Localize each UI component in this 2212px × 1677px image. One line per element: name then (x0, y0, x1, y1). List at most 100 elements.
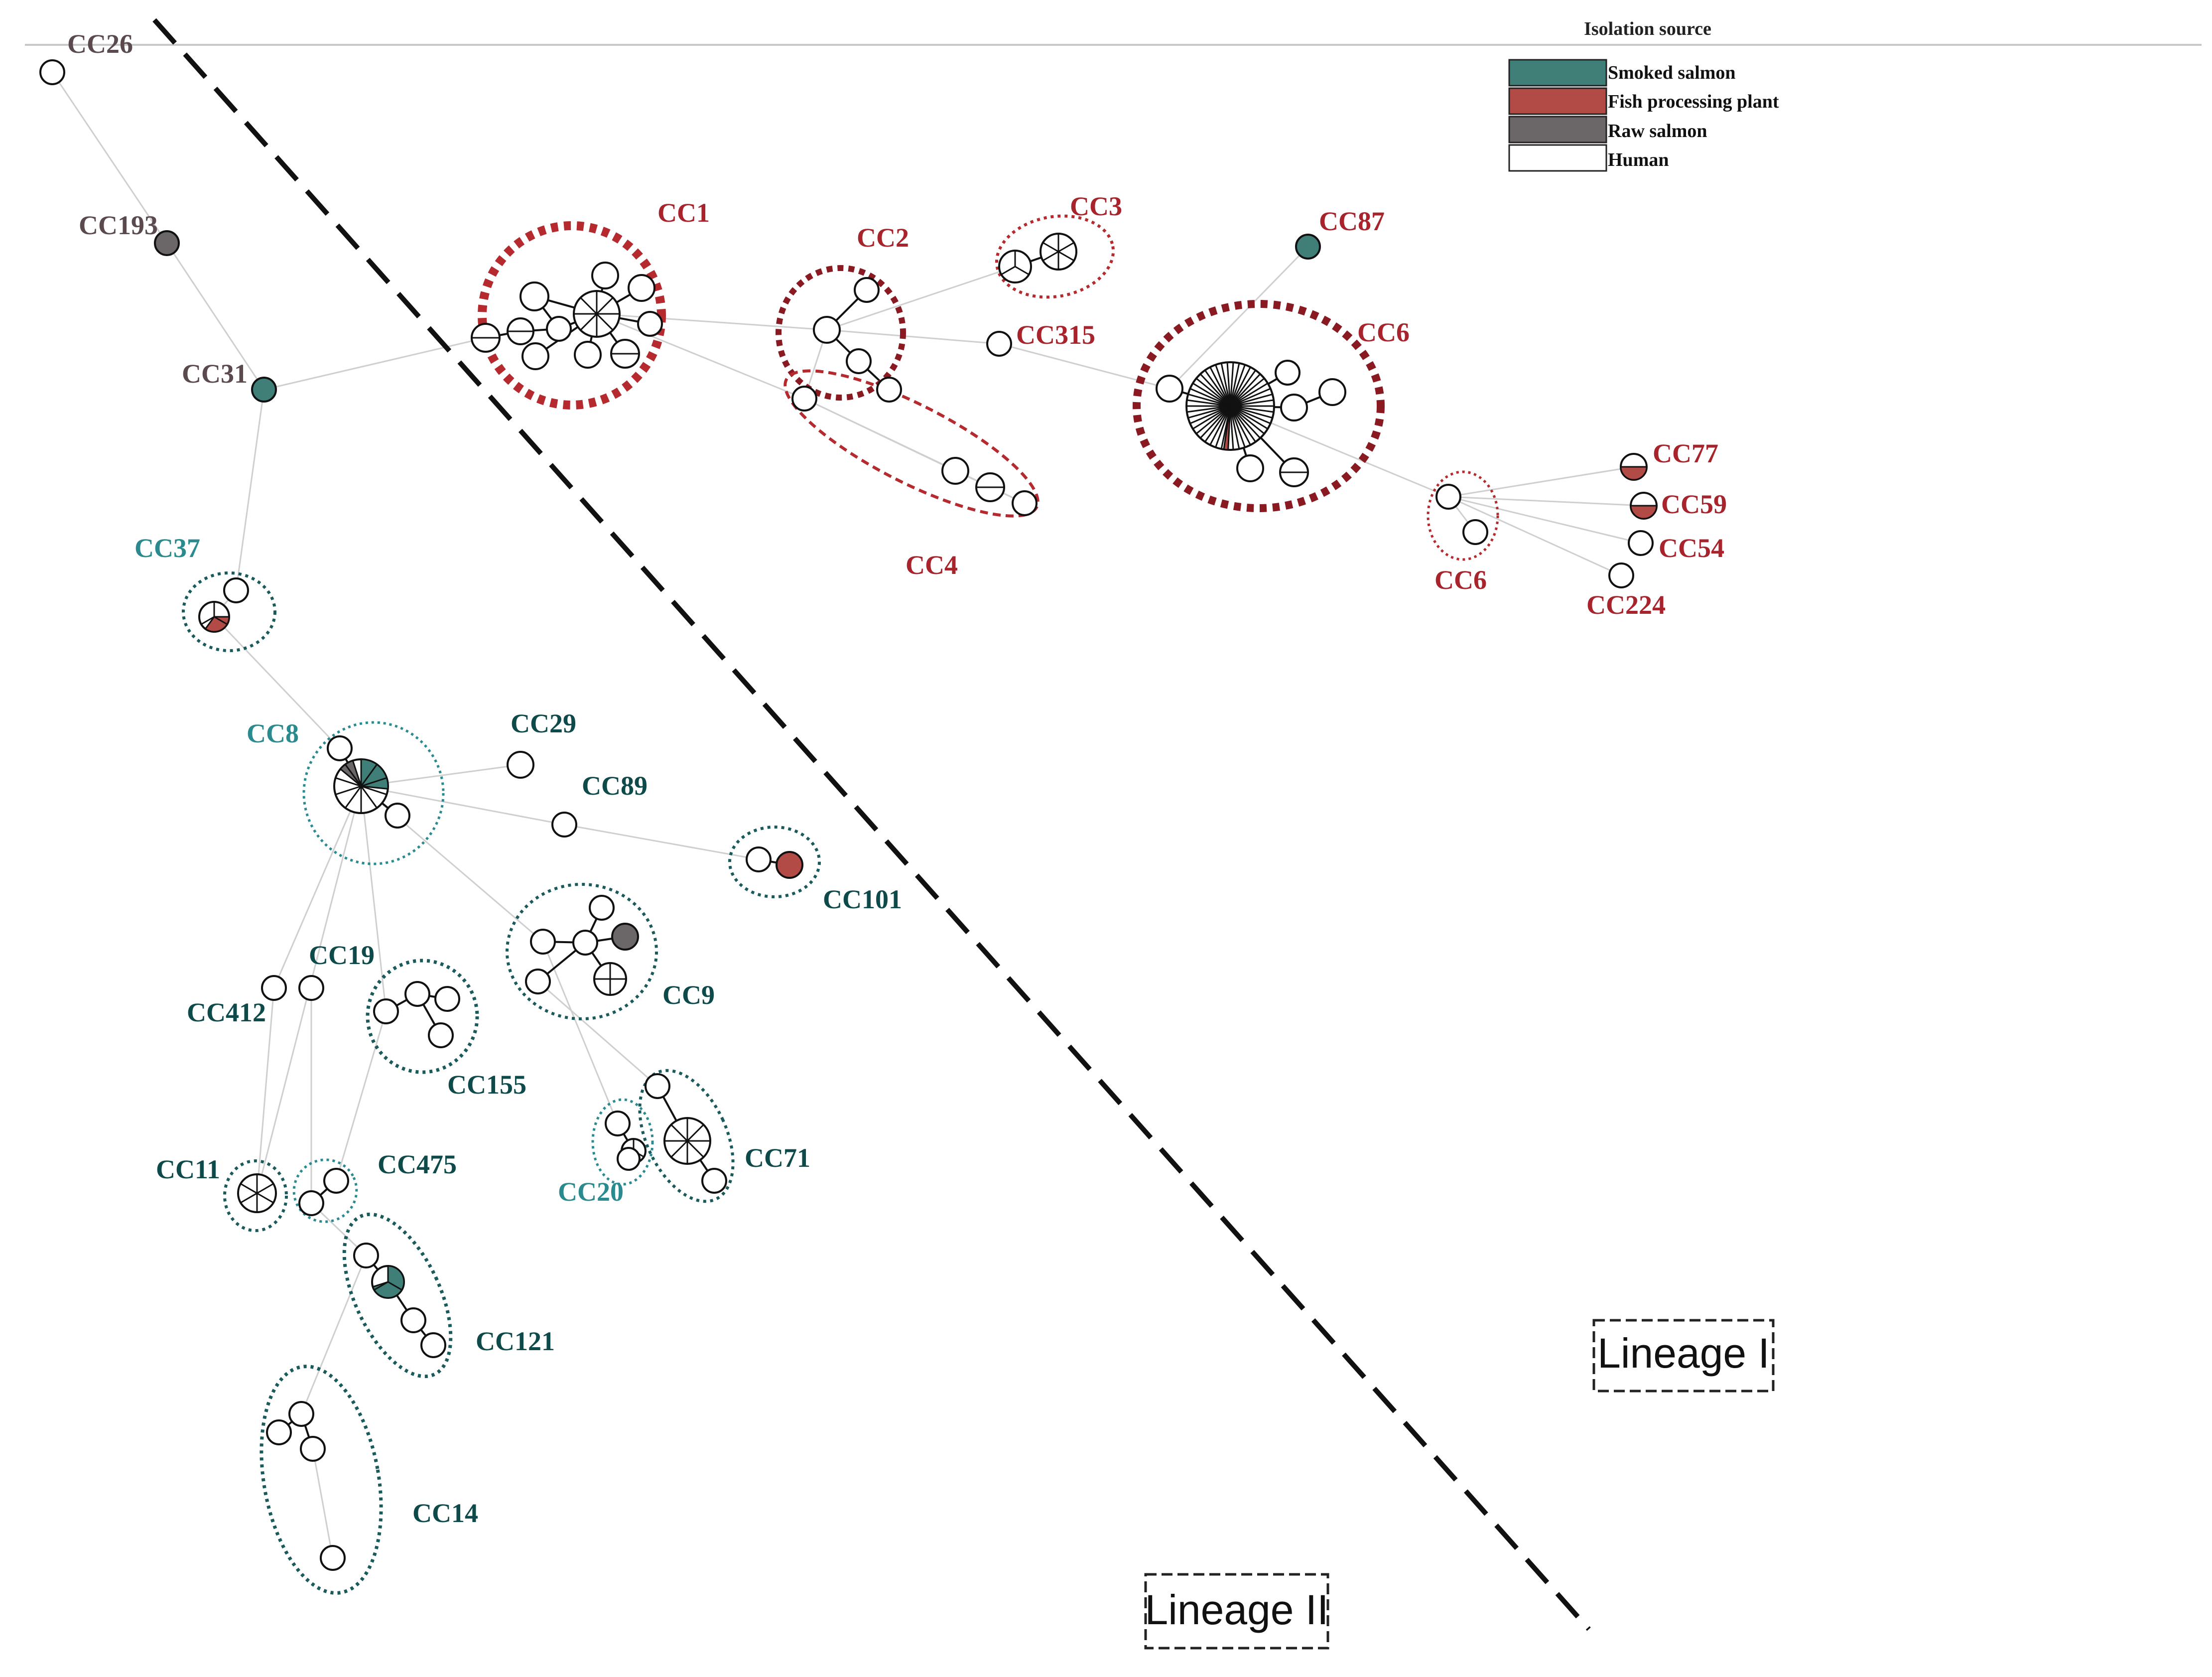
label-cc87: CC87 (1319, 206, 1385, 236)
cc-group-outline (478, 221, 666, 410)
st-node-n29 (507, 751, 534, 779)
mst-edge (542, 941, 619, 1124)
st-node-c4d (1012, 490, 1038, 516)
label-cc9: CC9 (662, 980, 715, 1010)
label-cc6: CC6 (1357, 317, 1410, 347)
st-node-c121d (420, 1332, 446, 1358)
st-node-c8b (385, 803, 410, 829)
mst-edge (1448, 496, 1644, 507)
mst-edge (335, 1011, 387, 1181)
st-nodes (39, 59, 1658, 1571)
st-node-c1j (546, 316, 572, 342)
legend-label-smoked-salmon: Smoked salmon (1608, 62, 1736, 83)
st-node-n37b (198, 601, 230, 633)
st-node-c6d (1318, 378, 1346, 406)
mst-edge (360, 786, 387, 1012)
st-node-c14b (266, 1419, 292, 1445)
cc-group-outline (260, 1365, 383, 1595)
label-cc26: CC26 (67, 29, 133, 59)
st-node-c121b (371, 1265, 405, 1299)
st-node-c1c (628, 274, 655, 302)
label-cc8: CC8 (247, 718, 299, 748)
st-node-c2a (813, 316, 841, 344)
label-cc101: CC101 (823, 884, 902, 914)
st-node-c155c (434, 986, 460, 1012)
mst-edge (361, 785, 565, 826)
cc-group-outline (292, 1158, 358, 1223)
st-node-c155d (428, 1022, 454, 1048)
label-cc31: CC31 (182, 359, 248, 389)
st-node-c3a (998, 250, 1032, 283)
st-node-c1b (591, 262, 619, 289)
st-node-n59 (1630, 492, 1658, 520)
label-cc412: CC412 (187, 997, 266, 1027)
label-cc315: CC315 (1016, 320, 1095, 350)
st-node-n89 (551, 812, 577, 838)
st-node-n26 (39, 59, 65, 85)
st-node-c11 (237, 1173, 277, 1213)
cc-group-outline (1133, 300, 1385, 512)
st-node-c9c (572, 930, 598, 956)
st-node-c9a (530, 929, 556, 955)
cc-labels: CC26CC193CC31CC37CC1CC2CC3CC315CC4CC87CC… (67, 29, 1727, 1528)
cc-group-outlines (182, 214, 1499, 1595)
label-cc193: CC193 (79, 210, 158, 240)
st-node-c20c (617, 1147, 641, 1171)
st-node-n193 (154, 230, 180, 256)
mst-edge (537, 980, 658, 1087)
mst-edge (300, 1255, 367, 1414)
legend-swatch-human (1508, 144, 1607, 172)
st-node-n87 (1295, 234, 1321, 260)
label-cc475: CC475 (378, 1149, 457, 1179)
st-node-c20a (605, 1111, 631, 1136)
st-node-c9f (593, 962, 627, 996)
st-node-c4c (975, 472, 1005, 502)
mst-edge (51, 72, 168, 244)
st-node-c9e (525, 969, 551, 994)
label-cc1: CC1 (657, 198, 710, 228)
label-cc29: CC29 (511, 708, 576, 738)
st-node-n77 (1620, 453, 1648, 481)
label-cc37: CC37 (134, 533, 200, 563)
st-node-c6e (1236, 454, 1264, 482)
st-node-c71a (645, 1073, 670, 1099)
st-node-c8hub (333, 758, 389, 814)
st-node-c155a (373, 998, 399, 1024)
lineage-divider (152, 18, 1591, 1631)
cc-group-outline (728, 826, 821, 898)
cc-group-outline (1427, 470, 1499, 561)
st-node-c6s1 (1435, 484, 1461, 510)
label-cc121: CC121 (476, 1326, 555, 1356)
label-cc54: CC54 (1659, 533, 1724, 563)
st-node-c1d (637, 311, 663, 337)
st-node-c1e (521, 342, 549, 370)
mst-edge (1448, 496, 1622, 576)
cc-group-outline (366, 959, 479, 1074)
st-node-c9d (611, 923, 639, 951)
cc-group-outline (776, 265, 906, 401)
mst-edges (51, 72, 1644, 1558)
st-node-c6hub (1185, 361, 1275, 451)
label-cc4: CC4 (906, 550, 958, 580)
legend-label-fish-processing-plant: Fish processing plant (1608, 91, 1779, 112)
label-cc3: CC3 (1070, 191, 1122, 221)
label-cc6b: CC6 (1434, 565, 1487, 595)
st-node-c121a (353, 1243, 379, 1268)
mst-edge (596, 313, 805, 400)
mst-edge (166, 243, 265, 390)
mst-edge (826, 266, 1016, 331)
st-node-n412 (261, 975, 287, 1001)
st-node-n19 (298, 975, 324, 1001)
cc-group-outline (638, 1069, 735, 1203)
st-node-c4a (791, 386, 817, 412)
st-node-c71b (701, 1168, 727, 1194)
legend-swatch-smoked-salmon (1508, 59, 1607, 87)
legend-swatch-raw-salmon (1508, 116, 1607, 143)
lineage-one-box: Lineage I (1592, 1319, 1775, 1393)
cc-group-outline (342, 1212, 453, 1379)
st-node-c101b (776, 851, 803, 879)
cc-group-outline (302, 721, 445, 865)
legend-swatch-fish-processing-plant (1508, 87, 1607, 115)
legend-label-human: Human (1608, 149, 1669, 170)
